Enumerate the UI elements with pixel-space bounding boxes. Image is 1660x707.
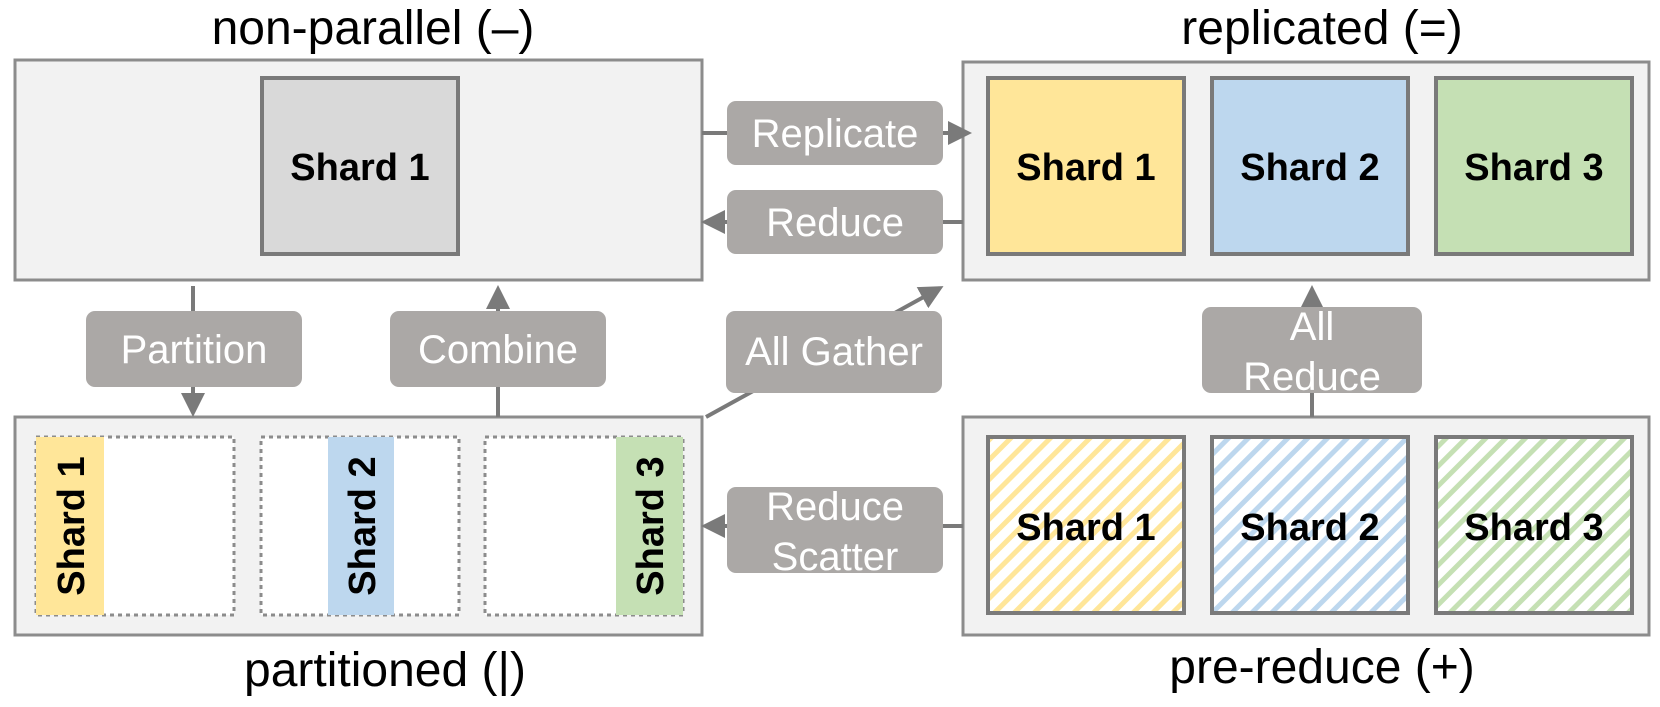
all-reduce-op: All Reduce: [1202, 305, 1422, 399]
partition-op: Partition: [86, 311, 302, 387]
partitioned-shard-3: [616, 437, 683, 615]
combine-op-label: Combine: [418, 328, 578, 372]
replicated-title: replicated (=): [1181, 2, 1462, 55]
replicated-shard-2-label: Shard 2: [1240, 147, 1379, 189]
partitioned-shard-1: [36, 437, 104, 615]
reduce-op: Reduce: [727, 190, 943, 254]
replicated-shard-1-label: Shard 1: [1016, 147, 1155, 189]
replicate-op-label: Replicate: [752, 112, 919, 156]
replicated-shard-2: [1210, 76, 1410, 256]
replicated-shard-1: [986, 76, 1186, 256]
replicated-shard-3-label: Shard 3: [1464, 147, 1603, 189]
pre-reduce-title: pre-reduce (+): [1169, 641, 1474, 694]
partitioned-shard-2-label: Shard 2: [342, 456, 384, 595]
replicated-panel: Shard 1 Shard 2 Shard 3: [961, 60, 1651, 282]
pre-reduce-shard-2-label: Shard 2: [1240, 507, 1379, 549]
reduce-op-label: Reduce: [766, 201, 904, 245]
non-parallel-shard-label: Shard 1: [290, 147, 429, 189]
partitioned-title: partitioned (|): [244, 644, 526, 697]
partitioned-panel: Shard 1 Shard 2 Shard 3: [13, 415, 704, 637]
pre-reduce-shard-1-label: Shard 1: [1016, 507, 1155, 549]
non-parallel-shard: [260, 76, 460, 256]
partitioned-shard-2: [328, 437, 394, 615]
combine-op: Combine: [390, 311, 606, 387]
all-reduce-op-label-line2: Reduce: [1243, 355, 1381, 399]
pre-reduce-panel: Shard 1 Shard 2 Shard 3: [961, 415, 1651, 637]
non-parallel-panel: Shard 1: [13, 58, 704, 282]
reduce-scatter-op: Reduce Scatter: [727, 485, 943, 579]
pre-reduce-shard-3: [1434, 435, 1634, 615]
partitioned-shard-1-label: Shard 1: [51, 456, 93, 595]
pre-reduce-shard-2: [1210, 435, 1410, 615]
pre-reduce-shard-1: [986, 435, 1186, 615]
partitioned-shard-3-label: Shard 3: [630, 456, 672, 595]
replicate-op: Replicate: [727, 101, 943, 165]
reduce-scatter-op-label-line1: Reduce: [766, 485, 904, 529]
reduce-scatter-op-label-line2: Scatter: [772, 535, 899, 579]
all-gather-op: All Gather: [726, 311, 942, 393]
pre-reduce-shard-3-label: Shard 3: [1464, 507, 1603, 549]
partition-op-label: Partition: [121, 328, 268, 372]
all-reduce-op-label-line1: All: [1290, 305, 1334, 349]
non-parallel-title: non-parallel (–): [212, 2, 535, 55]
replicated-shard-3: [1434, 76, 1634, 256]
all-gather-op-label: All Gather: [745, 330, 923, 374]
